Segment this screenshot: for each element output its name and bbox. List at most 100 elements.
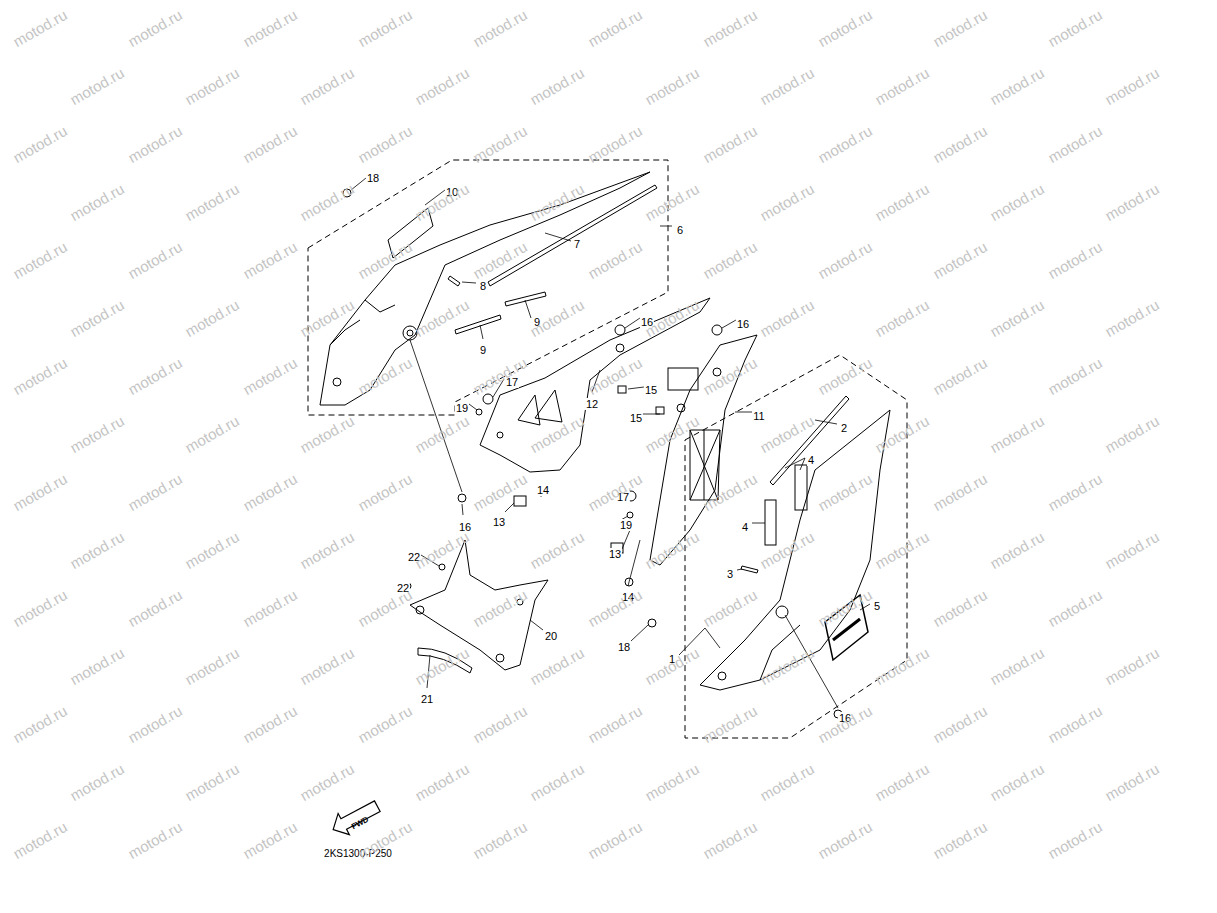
callout-number: 15 [644, 384, 658, 396]
watermark: motod.ru [10, 354, 70, 398]
callout-number: 19 [619, 519, 633, 531]
watermark: motod.ru [815, 122, 875, 166]
watermark: motod.ru [240, 586, 300, 630]
watermark: motod.ru [872, 760, 932, 804]
watermark: motod.ru [642, 64, 702, 108]
watermark: motod.ru [67, 412, 127, 456]
watermark: motod.ru [67, 760, 127, 804]
watermark: motod.ru [700, 818, 760, 862]
watermark: motod.ru [67, 528, 127, 572]
watermark: motod.ru [642, 760, 702, 804]
watermark: motod.ru [10, 586, 70, 630]
callout-number: 8 [479, 280, 487, 292]
watermark: motod.ru [1102, 180, 1162, 224]
fasteners [343, 189, 842, 718]
watermark: motod.ru [872, 644, 932, 688]
mount-hole [776, 606, 788, 618]
watermark: motod.ru [987, 760, 1047, 804]
watermark: motod.ru [1045, 818, 1105, 862]
watermark: motod.ru [125, 702, 185, 746]
watermark: motod.ru [10, 122, 70, 166]
mount-hole [497, 432, 503, 438]
watermark: motod.ru [240, 238, 300, 282]
mount-hole [718, 672, 726, 680]
callout-number: 5 [873, 600, 881, 612]
watermark: motod.ru [700, 238, 760, 282]
watermark: motod.ru [700, 470, 760, 514]
watermark: motod.ru [527, 412, 587, 456]
watermark: motod.ru [182, 760, 242, 804]
watermark: motod.ru [182, 528, 242, 572]
watermark: motod.ru [585, 122, 645, 166]
watermark: motod.ru [930, 470, 990, 514]
mount-hole [677, 404, 685, 412]
watermark: motod.ru [527, 64, 587, 108]
watermark: motod.ru [585, 702, 645, 746]
watermark: motod.ru [585, 586, 645, 630]
watermark: motod.ru [642, 528, 702, 572]
fwd-arrow [328, 796, 383, 841]
watermark: motod.ru [987, 296, 1047, 340]
lower-cowl [700, 410, 890, 690]
callout-number: 11 [752, 410, 765, 422]
watermark: motod.ru [815, 6, 875, 50]
callout-number: 7 [573, 238, 581, 250]
watermark: motod.ru [297, 296, 357, 340]
cowl-edge [330, 320, 360, 345]
callout-number: 4 [741, 521, 749, 533]
watermark: motod.ru [815, 238, 875, 282]
watermark: motod.ru [1102, 296, 1162, 340]
watermark: motod.ru [757, 528, 817, 572]
callout-number: 3 [726, 568, 734, 580]
watermark: motod.ru [10, 702, 70, 746]
watermark: motod.ru [125, 238, 185, 282]
watermark: motod.ru [815, 586, 875, 630]
watermark: motod.ru [125, 6, 185, 50]
watermark: motod.ru [1045, 238, 1105, 282]
watermark: motod.ru [182, 296, 242, 340]
group-outline [685, 355, 907, 738]
watermark: motod.ru [412, 528, 472, 572]
pin [448, 276, 460, 286]
watermark: motod.ru [1045, 6, 1105, 50]
watermark: motod.ru [1102, 760, 1162, 804]
watermark: motod.ru [757, 760, 817, 804]
watermark: motod.ru [355, 238, 415, 282]
watermark: motod.ru [470, 470, 530, 514]
stripe [505, 292, 546, 306]
watermark: motod.ru [642, 180, 702, 224]
watermark: motod.ru [585, 470, 645, 514]
watermark: motod.ru [470, 122, 530, 166]
strip [795, 465, 807, 510]
callout-number: 20 [544, 630, 558, 642]
watermark: motod.ru [355, 702, 415, 746]
watermark: motod.ru [182, 412, 242, 456]
watermark: motod.ru [182, 644, 242, 688]
watermark: motod.ru [297, 180, 357, 224]
watermark: motod.ru [757, 644, 817, 688]
mount-hole [496, 654, 504, 662]
watermark: motod.ru [1102, 644, 1162, 688]
watermark: motod.ru [67, 64, 127, 108]
watermark: motod.ru [1045, 702, 1105, 746]
watermark: motod.ru [757, 64, 817, 108]
watermark: motod.ru [67, 296, 127, 340]
watermark: motod.ru [412, 64, 472, 108]
watermark: motod.ru [815, 818, 875, 862]
watermark: motod.ru [987, 528, 1047, 572]
watermark: motod.ru [700, 702, 760, 746]
watermark: motod.ru [240, 470, 300, 514]
watermark: motod.ru [67, 180, 127, 224]
watermark: motod.ru [355, 586, 415, 630]
watermark: motod.ru [355, 6, 415, 50]
watermark: motod.ru [297, 528, 357, 572]
watermark: motod.ru [987, 180, 1047, 224]
watermark: motod.ru [872, 64, 932, 108]
watermark: motod.ru [757, 180, 817, 224]
watermark: motod.ru [585, 6, 645, 50]
watermark: motod.ru [527, 644, 587, 688]
watermark: motod.ru [125, 354, 185, 398]
watermark: motod.ru [527, 760, 587, 804]
watermark: motod.ru [987, 644, 1047, 688]
